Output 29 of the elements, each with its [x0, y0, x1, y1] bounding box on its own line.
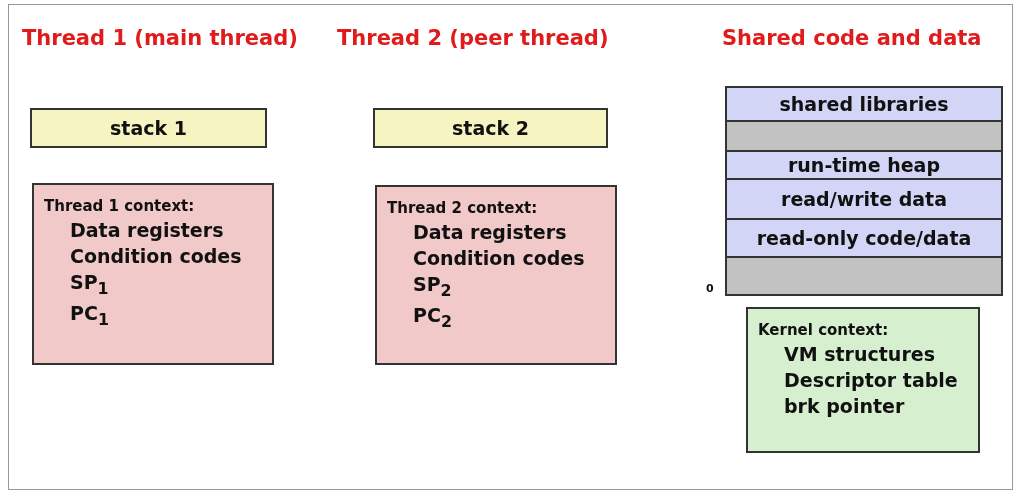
- stack-box: stack 1: [30, 108, 267, 148]
- address-label: 0: [706, 282, 714, 295]
- context-item: SP$_{2}$: [413, 273, 453, 300]
- memory-segment: run-time heap: [725, 150, 1003, 180]
- context-item: VM structures: [784, 343, 936, 365]
- context-item: Data registers: [70, 219, 225, 241]
- context-item: Condition codes: [70, 245, 243, 267]
- context-box: [375, 185, 617, 365]
- heading: Shared code and data: [722, 26, 982, 50]
- context-item: Descriptor table: [784, 369, 959, 391]
- heading: Thread 2 (peer thread): [337, 26, 609, 50]
- context-item: SP$_{1}$: [70, 271, 110, 298]
- memory-segment: shared libraries: [725, 86, 1003, 122]
- context-heading: Kernel context:: [758, 321, 890, 339]
- context-heading: Thread 1 context:: [44, 197, 196, 215]
- context-item: Condition codes: [413, 247, 586, 269]
- context-item: Data registers: [413, 221, 568, 243]
- memory-segment: [725, 256, 1003, 296]
- context-item: PC$_{1}$: [70, 301, 110, 329]
- context-heading: Thread 2 context:: [387, 199, 539, 217]
- context-item: brk pointer: [784, 395, 906, 417]
- context-item: PC$_{2}$: [413, 303, 453, 331]
- context-box: [746, 307, 980, 453]
- memory-segment: [725, 120, 1003, 152]
- memory-segment: read-only code/data: [725, 218, 1003, 258]
- memory-segment: read/write data: [725, 178, 1003, 220]
- stack-box: stack 2: [373, 108, 608, 148]
- heading: Thread 1 (main thread): [22, 26, 298, 50]
- context-box: [32, 183, 274, 365]
